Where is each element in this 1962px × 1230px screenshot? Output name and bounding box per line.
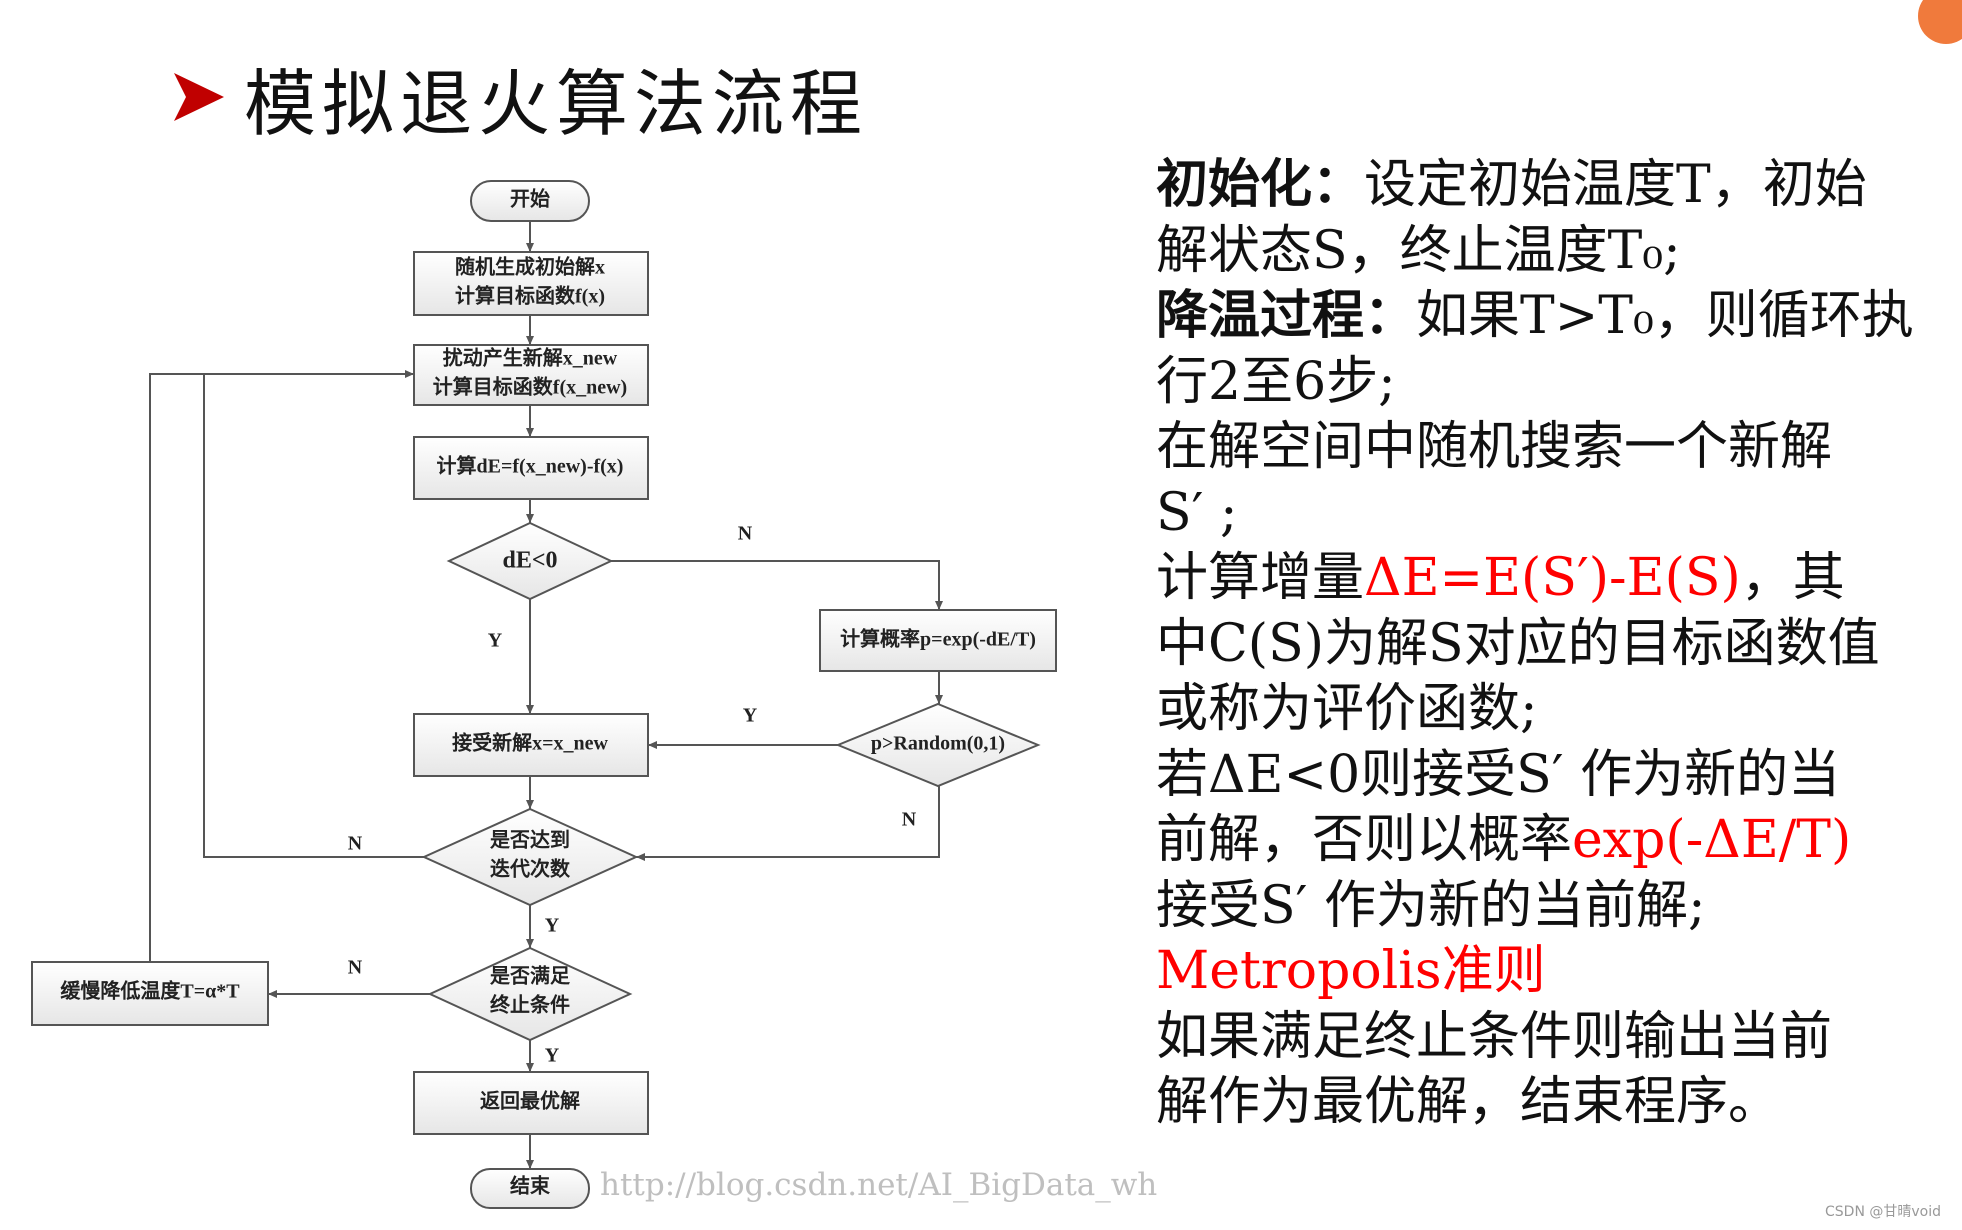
- description-line: 若ΔE<0则接受S′ 作为新的当: [1156, 745, 1840, 805]
- description-text: 如果满足终止条件则输出当前: [1156, 1006, 1833, 1067]
- description-line: 接受S′ 作为新的当前解;: [1156, 876, 1705, 936]
- description-text: 接受S′ 作为新的当前解;: [1156, 875, 1706, 936]
- description-line: 行2至6步;: [1156, 352, 1396, 412]
- node-cond-iter: 是否达到 迭代次数: [421, 807, 639, 907]
- description-line: 前解，否则以概率exp(-ΔE/T): [1156, 810, 1851, 870]
- description-line: 降温过程：如果T>T₀，则循环执: [1156, 285, 1914, 347]
- node-cool: 缓慢降低温度T=α*T: [31, 961, 269, 1026]
- description-text: 或称为评价函数;: [1156, 679, 1538, 739]
- description-line: 解状态S，终止温度T₀;: [1156, 221, 1681, 281]
- edge-iter-no: [203, 370, 424, 858]
- label-de-no: N: [738, 523, 753, 545]
- node-init-label-1: 随机生成初始解x: [455, 255, 605, 279]
- node-prob-label: 计算概率p=exp(-dE/T): [840, 627, 1036, 651]
- node-return-label: 返回最优解: [480, 1089, 580, 1113]
- watermark-url: http://blog.csdn.net/AI_BigData_wh: [600, 1167, 1158, 1203]
- highlight-text: Metropolis准则: [1156, 941, 1546, 1001]
- description-text: 中C(S)为解S对应的目标函数值: [1156, 613, 1880, 674]
- node-perturb-label-1: 扰动产生新解x_new: [443, 346, 618, 370]
- description-text: S′ ;: [1156, 482, 1238, 543]
- description-line: 计算增量ΔE=E(S′)-E(S)，其: [1156, 548, 1845, 608]
- edge-cool-loop: [149, 373, 204, 962]
- description-text: 设定初始温度T，初始: [1364, 155, 1867, 215]
- description-line: S′ ;: [1156, 483, 1237, 543]
- node-cond-iter-label-1: 是否达到: [489, 829, 570, 852]
- label-random-yes: Y: [743, 705, 758, 727]
- description-text: 解状态S，终止温度T₀;: [1156, 220, 1681, 281]
- node-cond-stop-label-1: 是否满足: [489, 964, 571, 988]
- node-cond-random-label: p>Random(0,1): [871, 733, 1005, 755]
- connectors: [149, 221, 943, 1169]
- description-line: 中C(S)为解S对应的目标函数值: [1156, 614, 1880, 674]
- description-text: 若ΔE<0则接受S′ 作为新的当: [1156, 744, 1841, 805]
- description-line: Metropolis准则: [1156, 941, 1546, 1001]
- node-end-label: 结束: [510, 1174, 551, 1198]
- node-prob: 计算概率p=exp(-dE/T): [819, 609, 1057, 672]
- label-iter-yes: Y: [545, 915, 560, 937]
- flowchart: 开始 随机生成初始解x 计算目标函数f(x) 扰动产生新解x_new 计算目标函…: [31, 180, 1057, 1209]
- node-return: 返回最优解: [413, 1071, 649, 1135]
- title-text: 模拟退火算法流程: [244, 61, 869, 146]
- node-cool-label: 缓慢降低温度T=α*T: [60, 979, 240, 1003]
- node-cond-iter-label-2: 迭代次数: [490, 857, 571, 881]
- node-accept-label: 接受新解x=x_new: [452, 731, 608, 755]
- label-de-yes: Y: [488, 630, 503, 652]
- node-perturb-label-2: 计算目标函数f(x_new): [433, 375, 627, 399]
- node-perturb: 扰动产生新解x_new 计算目标函数f(x_new): [413, 344, 649, 406]
- node-delta-label: 计算dE=f(x_new)-f(x): [437, 454, 624, 478]
- label-stop-yes: Y: [545, 1045, 560, 1067]
- node-accept: 接受新解x=x_new: [413, 713, 649, 777]
- app-badge-icon[interactable]: [1918, 0, 1962, 44]
- edge-random-no: [636, 786, 940, 861]
- label-iter-no: N: [348, 833, 363, 855]
- description-line: 在解空间中随机搜索一个新解: [1156, 417, 1832, 477]
- label-random-no: N: [902, 809, 917, 831]
- node-cond-de: dE<0: [446, 521, 614, 601]
- page-title: 模拟退火算法流程: [172, 52, 868, 146]
- node-cond-stop: 是否满足 终止条件: [427, 946, 633, 1042]
- node-cond-de-label: dE<0: [502, 548, 557, 574]
- node-init-label-2: 计算目标函数f(x): [455, 284, 605, 308]
- node-delta: 计算dE=f(x_new)-f(x): [413, 436, 649, 500]
- description-line: 如果满足终止条件则输出当前: [1156, 1007, 1832, 1067]
- node-cond-random: p>Random(0,1): [835, 702, 1041, 788]
- description-line: 或称为评价函数;: [1156, 679, 1538, 739]
- highlight-text: ΔE=E(S′)-E(S): [1364, 548, 1741, 608]
- highlight-text: exp(-ΔE/T): [1572, 810, 1852, 870]
- description-text: 在解空间中随机搜索一个新解: [1156, 417, 1833, 477]
- node-init: 随机生成初始解x 计算目标函数f(x): [413, 251, 649, 316]
- footer-credit: CSDN @甘晴void: [1825, 1204, 1941, 1220]
- section-heading: 初始化：: [1156, 154, 1365, 215]
- description-text: 计算增量: [1156, 548, 1365, 608]
- node-start-label: 开始: [510, 187, 550, 211]
- node-end: 结束: [470, 1168, 590, 1209]
- description-line: 初始化：设定初始温度T，初始: [1156, 154, 1867, 216]
- section-heading: 降温过程：: [1156, 285, 1417, 346]
- description-text: 行2至6步;: [1156, 351, 1396, 412]
- title-arrow-icon: [174, 73, 224, 121]
- description-text: 如果T>T₀，则循环执: [1416, 286, 1914, 346]
- description-line: 解作为最优解，结束程序。: [1156, 1072, 1780, 1132]
- description-text: ，其: [1740, 548, 1845, 608]
- description-text: 解作为最优解，结束程序。: [1156, 1072, 1781, 1132]
- label-stop-no: N: [348, 957, 363, 979]
- node-start: 开始: [470, 180, 590, 222]
- description-text: 前解，否则以概率: [1156, 810, 1573, 870]
- node-cond-stop-label-2: 终止条件: [490, 993, 570, 1017]
- edge-de-no: [611, 560, 943, 610]
